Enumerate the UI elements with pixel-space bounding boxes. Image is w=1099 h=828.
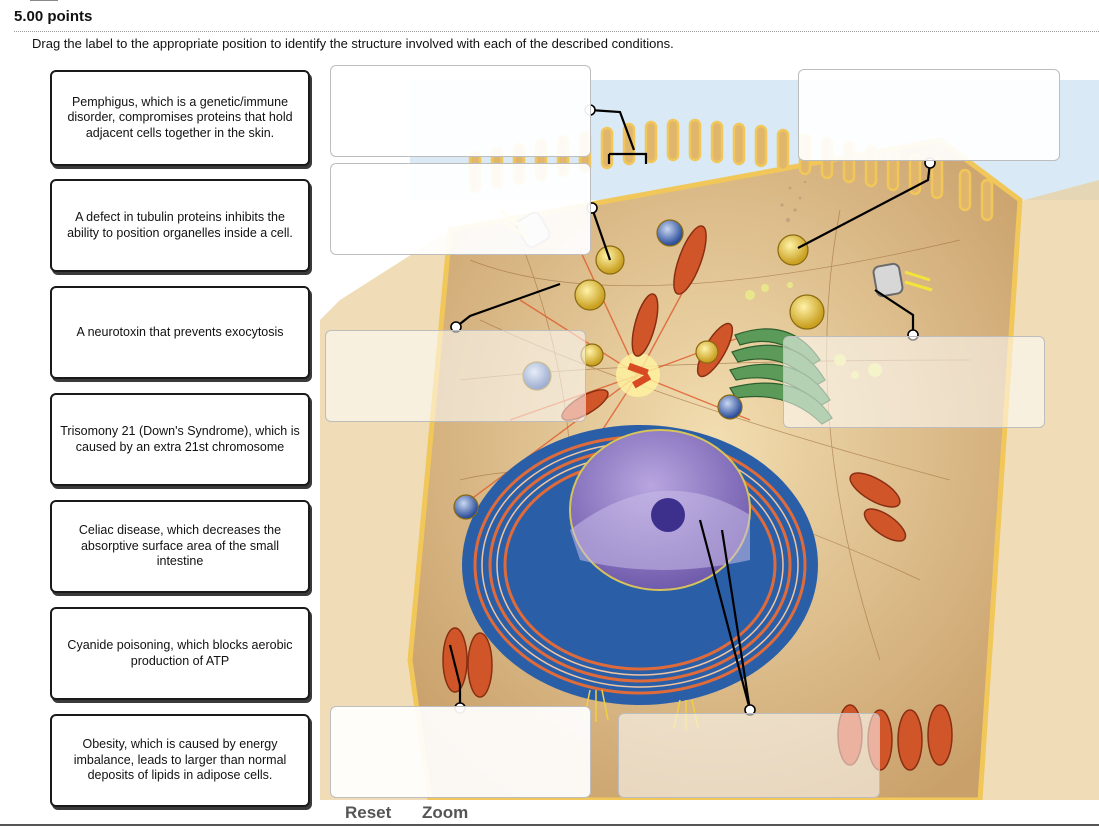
drop-zone-6[interactable] (330, 706, 591, 798)
label-card-obesity[interactable]: Obesity, which is caused by energy imbal… (50, 714, 310, 807)
drop-zone-2[interactable] (798, 69, 1060, 161)
label-text: A neurotoxin that prevents exocytosis (76, 324, 284, 339)
bottom-divider (0, 824, 1099, 826)
cell-illustration (320, 60, 1099, 800)
label-text: Trisomony 21 (Down's Syndrome), which is… (60, 424, 300, 454)
label-card-tubulin-defect[interactable]: A defect in tubulin proteins inhibits th… (50, 179, 310, 272)
label-text: Obesity, which is caused by energy imbal… (73, 737, 287, 783)
label-card-celiac-disease[interactable]: Celiac disease, which decreases the abso… (50, 500, 310, 593)
reset-button[interactable]: Reset (345, 803, 392, 822)
label-text: Celiac disease, which decreases the abso… (78, 523, 282, 569)
label-text: Pemphigus, which is a genetic/immune dis… (67, 94, 293, 140)
drop-zone-1[interactable] (330, 65, 591, 157)
label-card-cyanide-poisoning[interactable]: Cyanide poisoning, which blocks aerobic … (50, 607, 310, 700)
label-card-neurotoxin[interactable]: A neurotoxin that prevents exocytosis (50, 286, 310, 379)
label-text: Cyanide poisoning, which blocks aerobic … (67, 638, 293, 668)
drop-zone-4[interactable] (325, 330, 586, 422)
drop-zone-5[interactable] (783, 336, 1045, 428)
zoom-button[interactable]: Zoom (422, 803, 469, 822)
label-text: A defect in tubulin proteins inhibits th… (67, 210, 293, 240)
question-points: 5.00 points (14, 8, 93, 25)
drop-zone-3[interactable] (330, 163, 591, 255)
header-rule-stub (30, 0, 58, 1)
label-card-pemphigus[interactable]: Pemphigus, which is a genetic/immune dis… (50, 70, 310, 166)
label-card-trisomy-21[interactable]: Trisomony 21 (Down's Syndrome), which is… (50, 393, 310, 486)
question-instructions: Drag the label to the appropriate positi… (32, 36, 674, 51)
drop-zone-7[interactable] (618, 713, 880, 798)
dotted-divider (14, 31, 1099, 32)
